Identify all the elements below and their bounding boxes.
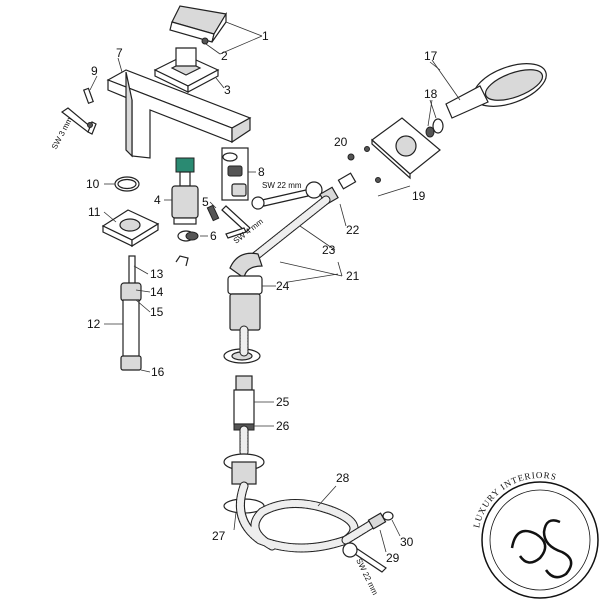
tool-label-sw3: SW 3 mm: [50, 115, 75, 151]
part-17-hand-shower: [445, 63, 547, 119]
label-23: 23: [322, 243, 336, 257]
label-26: 26: [276, 419, 290, 433]
label-13: 13: [150, 267, 164, 281]
tool-label-sw22-top: SW 22 mm: [262, 181, 302, 190]
label-12: 12: [87, 317, 101, 331]
part-25-sleeve: [233, 375, 255, 425]
part-23-hose: [243, 195, 331, 267]
label-8: 8: [258, 165, 265, 179]
label-4: 4: [154, 193, 161, 207]
luxury-interiors-logo: LUXURY INTERIORS: [471, 470, 599, 599]
label-1: 1: [262, 29, 269, 43]
label-20: 20: [334, 135, 348, 149]
label-24: 24: [276, 279, 290, 293]
label-14: 14: [150, 285, 164, 299]
part-11-square-washer: [101, 209, 160, 248]
part-20-nut: [347, 153, 355, 161]
label-5: 5: [202, 195, 209, 209]
label-21: 21: [346, 269, 360, 283]
label-10: 10: [86, 177, 100, 191]
part-6-clips: [177, 230, 199, 242]
leader-lines: [89, 21, 461, 553]
label-22: 22: [346, 223, 360, 237]
allen-key-sw3: [60, 107, 97, 135]
allen-key-sw4: [221, 205, 251, 239]
part-28-coiled-hose: [235, 481, 377, 553]
part-19-shower-holder: [364, 117, 441, 183]
part-7-spout-body: [106, 69, 252, 159]
wrench-sw22-bottom: [342, 542, 387, 573]
label-11: 11: [88, 205, 101, 219]
part-8-aerator: [221, 147, 249, 201]
label-25: 25: [276, 395, 290, 409]
part-1-lever-handle: [169, 5, 227, 43]
label-19: 19: [412, 189, 426, 203]
label-18: 18: [424, 87, 438, 101]
part-27-base-flange: [223, 453, 265, 514]
label-27: 27: [212, 529, 226, 543]
label-3: 3: [224, 83, 231, 97]
label-9: 9: [91, 64, 98, 78]
label-30: 30: [400, 535, 414, 549]
part-21-elbow: [229, 252, 263, 280]
part-9-pin: [82, 87, 94, 105]
part-5-screw: [206, 204, 220, 222]
label-29: 29: [386, 551, 400, 565]
wrench-sw22-top: [251, 181, 323, 210]
part-3-square-flange: [153, 47, 220, 93]
part-2-screw: [201, 37, 209, 45]
label-6: 6: [210, 229, 217, 243]
label-16: 16: [151, 365, 165, 379]
part-4-cartridge: [171, 157, 199, 225]
label-2: 2: [221, 49, 228, 63]
part-12-riser-rod: [120, 255, 142, 371]
label-28: 28: [336, 471, 350, 485]
part-number-labels: 1 2 3 7 9 10 11 12 13 14 15 16 4 5 6 8 1…: [86, 29, 438, 565]
label-15: 15: [150, 305, 164, 319]
label-17: 17: [424, 49, 438, 63]
part-6-small-clip: [175, 255, 189, 267]
part-18-connectors: [425, 118, 444, 138]
part-30-washer: [382, 511, 394, 521]
label-7: 7: [116, 46, 123, 60]
part-24-hose-guide: [227, 275, 263, 331]
part-10-o-ring: [114, 176, 140, 192]
